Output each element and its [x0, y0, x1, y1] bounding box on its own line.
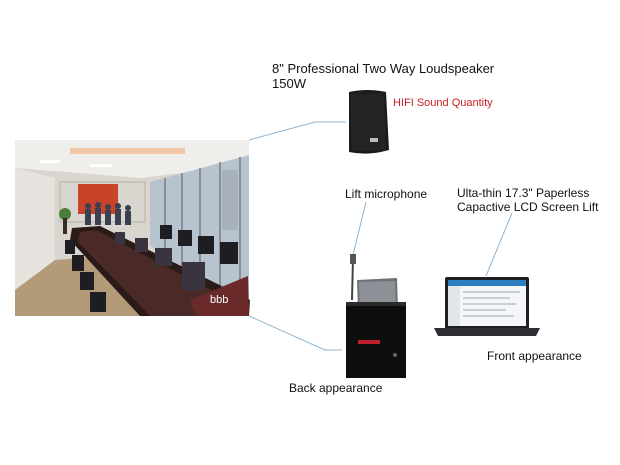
speaker-title-line2: 150W	[272, 76, 306, 91]
lcd-label-line2: Capactive LCD Screen Lift	[457, 200, 599, 214]
lcd-device-image	[434, 277, 540, 336]
speaker-tagline: HIFI Sound Quantity	[393, 97, 493, 109]
back-device-image	[346, 254, 406, 378]
speaker-title: 8" Professional Two Way Loudspeaker 150W	[272, 61, 494, 91]
lift-microphone-label: Lift microphone	[345, 187, 428, 201]
front-appearance-label: Front appearance	[487, 349, 582, 363]
screen-text: bbb	[210, 294, 228, 306]
loudspeaker-image	[349, 90, 389, 154]
lcd-label: Ulta-thin 17.3" Paperless Capactive LCD …	[457, 186, 598, 214]
conference-room-photo: bbb	[15, 140, 250, 316]
lcd-label-line1: Ulta-thin 17.3" Paperless	[457, 186, 590, 200]
connector-lines	[248, 121, 513, 351]
speaker-title-line1: 8" Professional Two Way Loudspeaker	[272, 61, 495, 76]
back-appearance-label: Back appearance	[289, 381, 383, 395]
